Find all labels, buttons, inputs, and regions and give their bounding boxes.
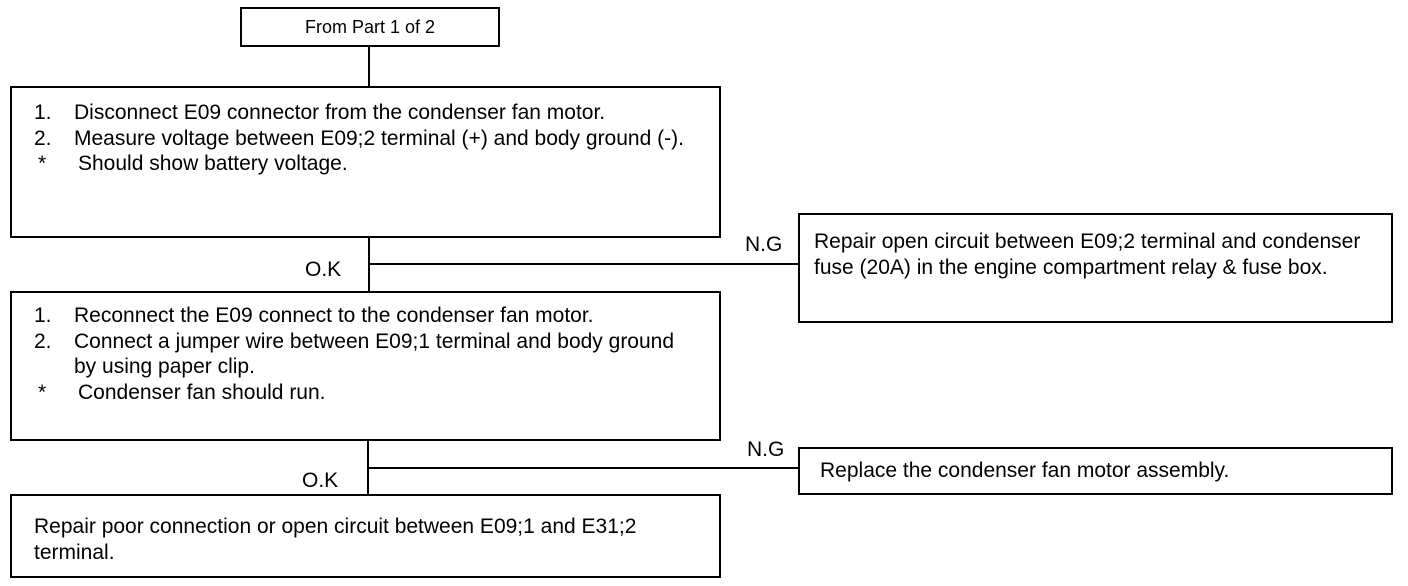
- start-box: From Part 1 of 2: [240, 7, 500, 47]
- ng1-action-text: Repair open circuit between E09;2 termin…: [814, 230, 1361, 279]
- branch2-ng-label: N.G: [747, 438, 785, 461]
- branch1-ok-label: O.K: [305, 258, 342, 281]
- final-action-box: Repair poor connection or open circuit b…: [10, 494, 721, 578]
- step1-list: 1. Disconnect E09 connector from the con…: [34, 100, 699, 177]
- step1-item-marker: *: [38, 152, 47, 175]
- step1-item: 1. Disconnect E09 connector from the con…: [34, 100, 699, 126]
- step1-box: 1. Disconnect E09 connector from the con…: [10, 86, 721, 238]
- step2-item: 1. Reconnect the E09 connect to the cond…: [34, 303, 699, 329]
- step2-item-marker: 2.: [34, 329, 52, 353]
- step2-item-text: Condenser fan should run.: [78, 380, 326, 404]
- final-action-text: Repair poor connection or open circuit b…: [34, 515, 637, 564]
- step2-item: 2. Connect a jumper wire between E09;1 t…: [34, 329, 699, 380]
- step2-item-text: Connect a jumper wire between E09;1 term…: [74, 329, 675, 379]
- step2-item: * Condenser fan should run.: [34, 380, 699, 406]
- connector-start-to-step1: [368, 47, 370, 86]
- connector-ng2: [367, 467, 798, 469]
- step1-item-text: Disconnect E09 connector from the conden…: [74, 101, 606, 124]
- ng2-action-text: Replace the condenser fan motor assembly…: [820, 459, 1230, 483]
- step2-item-marker: *: [38, 380, 47, 404]
- step1-item-text: Measure voltage between E09;2 terminal (…: [74, 126, 684, 150]
- branch1-ng-label: N.G: [745, 233, 783, 256]
- connector-ng1: [368, 263, 798, 265]
- step2-item-text: Reconnect the E09 connect to the condens…: [74, 304, 594, 327]
- branch2-ok-label: O.K: [302, 469, 339, 492]
- step2-box: 1. Reconnect the E09 connect to the cond…: [10, 291, 721, 441]
- step2-list: 1. Reconnect the E09 connect to the cond…: [34, 303, 699, 405]
- step1-item: * Should show battery voltage.: [34, 151, 699, 177]
- step1-item-marker: 2.: [34, 126, 52, 150]
- step2-item-marker: 1.: [34, 304, 52, 327]
- step1-item-marker: 1.: [34, 101, 52, 124]
- ng2-action-box: Replace the condenser fan motor assembly…: [798, 447, 1393, 495]
- step1-item: 2. Measure voltage between E09;2 termina…: [34, 126, 699, 152]
- step1-item-text: Should show battery voltage.: [78, 152, 348, 175]
- start-label: From Part 1 of 2: [304, 16, 436, 37]
- ng1-action-box: Repair open circuit between E09;2 termin…: [798, 213, 1393, 323]
